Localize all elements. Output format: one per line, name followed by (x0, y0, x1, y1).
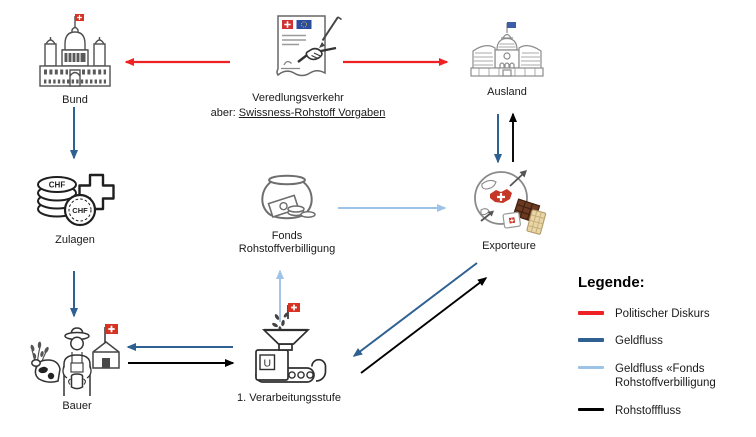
legend-item-politischer-diskurs: Politischer Diskurs (578, 307, 754, 321)
coin-front-text: CHF (72, 206, 88, 215)
coin-top-text: CHF (49, 181, 66, 190)
fonds-label-line2: Rohstoffverbilligung (238, 242, 336, 255)
legend-item-geldfluss: Geldfluss (578, 334, 754, 348)
ausland-label: Ausland (487, 86, 527, 98)
legend-label: Politischer Diskurs (615, 308, 710, 320)
veredlungsverkehr-contract-icon (276, 15, 342, 77)
legend-swatch-lightblue-line (578, 365, 604, 370)
node-ausland: Ausland (457, 20, 557, 99)
fonds-label-line1: Fonds (271, 230, 303, 242)
node-veredlungsverkehr: Veredlungsverkehr aber: Swissness-Rohsto… (192, 10, 404, 120)
legend: Legende: Politischer Diskurs Geldfluss G… (578, 274, 754, 431)
legend-label: Rohstofffluss (615, 404, 682, 417)
arrow-geldfluss-exporteure-to-verarbeitung (352, 262, 478, 357)
legend-item-rohstofffluss: Rohstofffluss (578, 404, 754, 418)
node-bauer: Bauer (25, 316, 129, 413)
zulagen-coins-plus-icon: CHF CHF (37, 173, 115, 227)
bauer-farmer-icon (30, 324, 120, 396)
arrow-rohstofffluss-verarbeitung-to-exporteure (360, 277, 488, 374)
ausland-building-icon (470, 22, 544, 77)
node-fonds: Fonds Rohstoffverbilligung (237, 170, 337, 256)
verarbeitungsstufe-label: 1. Verarbeitungsstufe (237, 392, 341, 404)
verarbeitungsstufe-machine-icon: U (254, 303, 326, 383)
bund-parliament-icon (39, 14, 111, 87)
node-zulagen: CHF CHF Zulagen (25, 168, 125, 247)
node-exporteure: Exporteure (459, 166, 559, 253)
legend-label: Geldfluss (615, 335, 663, 348)
veredlungsverkehr-sublabel: aber: Swissness-Rohstoff Vorgaben (211, 107, 386, 120)
zulagen-label: Zulagen (55, 234, 95, 246)
fonds-money-pot-icon (261, 174, 316, 220)
exporteure-globe-chocolate-icon (474, 170, 547, 235)
legend-title: Legende: (578, 274, 645, 291)
legend-swatch-darkblue-line (578, 338, 604, 342)
bauer-label: Bauer (62, 400, 92, 412)
legend-swatch-black-line (578, 407, 604, 411)
sublabel-underlined: Swissness-Rohstoff Vorgaben (238, 106, 386, 119)
legend-swatch-red-line (578, 311, 604, 315)
machine-letter-text: U (263, 358, 271, 370)
sublabel-prefix: aber: (210, 106, 239, 119)
exporteure-label: Exporteure (482, 240, 536, 252)
legend-label-line1: Geldfluss «Fonds (615, 362, 705, 375)
node-verarbeitungsstufe: U 1. Verarbeitungsstufe (233, 300, 345, 405)
node-bund: Bund (25, 10, 125, 107)
veredlungsverkehr-label: Veredlungsverkehr (252, 92, 344, 104)
legend-label-line2: Rohstoffverbilligung (615, 377, 716, 390)
bund-label: Bund (62, 94, 88, 106)
